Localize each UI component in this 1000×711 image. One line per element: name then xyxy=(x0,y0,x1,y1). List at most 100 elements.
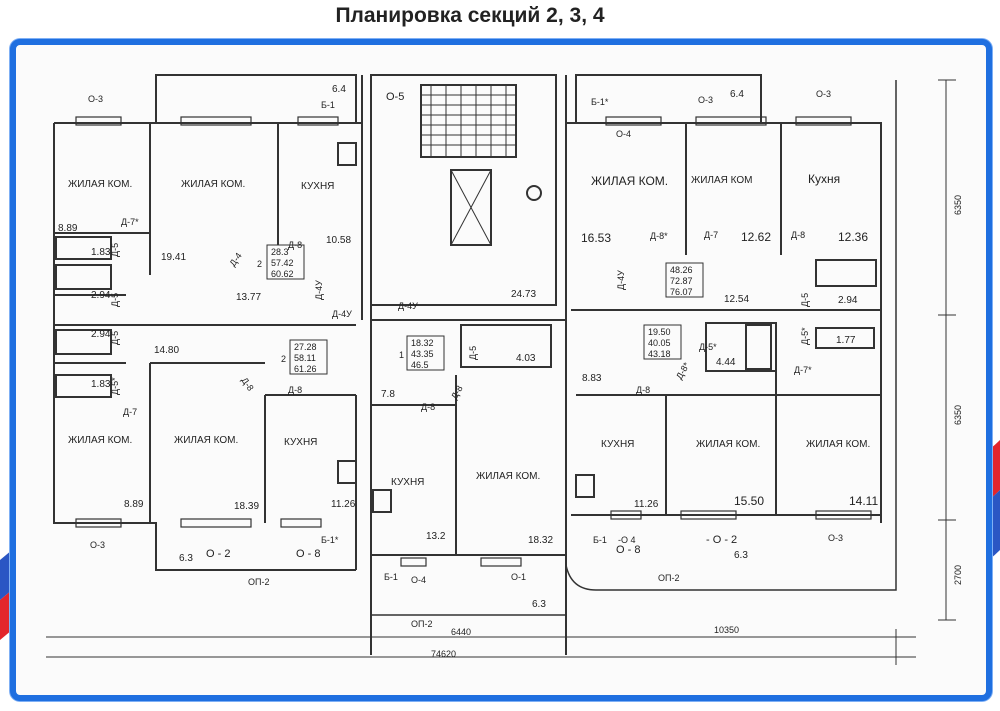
room-area: 18.39 xyxy=(234,501,259,512)
svg-text:1: 1 xyxy=(399,350,404,360)
door-label: Д-5 xyxy=(110,331,120,345)
apt-box: 48.26 72.87 76.07 xyxy=(665,262,704,298)
balcony-label: Б-1 xyxy=(321,100,335,110)
svg-text:27.28: 27.28 xyxy=(294,342,317,352)
svg-text:2: 2 xyxy=(281,354,286,364)
window-label: О-4 xyxy=(411,575,426,585)
door-label: Д-4 xyxy=(227,251,243,268)
balcony-center xyxy=(370,570,566,616)
room-area: 4.03 xyxy=(516,353,536,364)
window-label: О-3 xyxy=(816,89,831,99)
room-area: 24.73 xyxy=(511,289,536,300)
door-label: Д-8 xyxy=(288,240,302,250)
svg-text:61.26: 61.26 xyxy=(294,364,317,374)
room-name: ЖИЛАЯ КОМ. xyxy=(181,179,245,190)
door-label: Д-8 xyxy=(791,230,805,240)
room-area: 8.83 xyxy=(582,373,602,384)
dimension-label: 6350 xyxy=(953,195,963,215)
window-label: О-1 xyxy=(511,572,526,582)
room-area: 12.36 xyxy=(838,230,868,244)
door-label: Д-8 xyxy=(239,375,255,392)
room-area: 14.80 xyxy=(154,345,179,356)
svg-text:19.50: 19.50 xyxy=(648,327,671,337)
room-area: 12.62 xyxy=(741,230,771,244)
dimension-label: 2700 xyxy=(953,565,963,585)
svg-text:76.07: 76.07 xyxy=(670,287,693,297)
dimension-label: 10350 xyxy=(714,625,739,635)
svg-text:72.87: 72.87 xyxy=(670,276,693,286)
window-label: О-5 xyxy=(386,91,404,103)
window-label: О - 2 xyxy=(206,548,230,560)
balcony-area: 6.3 xyxy=(532,599,546,610)
floor-plan: ЖИЛАЯ КОМ. ЖИЛАЯ КОМ. КУХНЯ ЖИЛАЯ КОМ. Ж… xyxy=(46,74,963,665)
room-name: ЖИЛАЯ КОМ. xyxy=(68,179,132,190)
room-area: 2.94 xyxy=(838,295,858,306)
door-label: Д-5 xyxy=(468,346,478,360)
apt-box: 2 27.28 58.11 61.26 xyxy=(281,339,328,375)
room-area: 8.89 xyxy=(58,223,78,234)
svg-text:46.5: 46.5 xyxy=(411,360,429,370)
page-title: Планировка секций 2, 3, 4 xyxy=(335,4,605,27)
svg-text:57.42: 57.42 xyxy=(271,258,294,268)
window-label: - О - 2 xyxy=(706,534,737,546)
room-area: 18.32 xyxy=(528,535,553,546)
dimension-label: 74620 xyxy=(431,649,456,659)
apt-box: 2 28.3 57.42 60.62 xyxy=(257,244,305,280)
door-label: Д-8 xyxy=(421,402,435,412)
door-label: Д-5 xyxy=(800,293,810,307)
balcony-label: ОП-2 xyxy=(248,577,269,587)
room-area: 14.11 xyxy=(849,494,878,508)
balcony-area: 6.4 xyxy=(332,84,346,95)
door-label: Д-8* xyxy=(650,231,668,241)
door-label: Д-4У xyxy=(332,309,352,319)
room-name: Кухня xyxy=(808,172,840,186)
svg-text:18.32: 18.32 xyxy=(411,338,434,348)
room-area: 11.26 xyxy=(634,499,659,510)
balcony-label: ОП-2 xyxy=(658,573,679,583)
room-area: 1.83 xyxy=(91,247,111,258)
room-name: ЖИЛАЯ КОМ. xyxy=(68,435,132,446)
svg-text:60.62: 60.62 xyxy=(271,269,294,279)
room-name: КУХНЯ xyxy=(601,439,634,450)
room-area: 16.53 xyxy=(581,231,611,245)
room-area: 1.83 xyxy=(91,379,111,390)
room-area: 19.41 xyxy=(161,252,186,263)
door-label: Д-4У xyxy=(616,270,626,290)
door-label: Д-8 xyxy=(288,385,302,395)
svg-text:28.3: 28.3 xyxy=(271,247,289,257)
door-label: Д-4У xyxy=(398,301,418,311)
room-name: КУХНЯ xyxy=(284,437,317,448)
room-name: ЖИЛАЯ КОМ xyxy=(691,175,752,186)
room-area: 4.44 xyxy=(716,357,736,368)
svg-text:43.35: 43.35 xyxy=(411,349,434,359)
door-label: Д-8 xyxy=(449,384,465,401)
door-label: Д-5 xyxy=(110,293,120,307)
door-label: Д-4У xyxy=(314,280,324,300)
room-area: 1.77 xyxy=(836,335,856,346)
window-label: О - 8 xyxy=(296,548,320,560)
window-label: О - 8 xyxy=(616,544,640,556)
balcony-label: Б-1* xyxy=(591,97,609,107)
room-name: ЖИЛАЯ КОМ. xyxy=(806,439,870,450)
balcony-label: Б-1* xyxy=(321,535,339,545)
dimension-label: 6350 xyxy=(953,405,963,425)
door-label: Д-7* xyxy=(794,365,812,375)
door-label: Д-8* xyxy=(674,360,692,381)
svg-text:40.05: 40.05 xyxy=(648,338,671,348)
room-area: 7.8 xyxy=(381,389,395,400)
balcony-label: ОП-2 xyxy=(411,619,432,629)
room-name: ЖИЛАЯ КОМ. xyxy=(174,435,238,446)
balcony-area: 6.4 xyxy=(730,89,744,100)
room-area: 13.2 xyxy=(426,531,446,542)
room-name: ЖИЛАЯ КОМ. xyxy=(591,174,668,188)
balcony-left xyxy=(155,523,356,571)
door-label: Д-5* xyxy=(800,327,810,345)
apt-box: 19.50 40.05 43.18 xyxy=(643,324,682,360)
room-area: 10.58 xyxy=(326,235,351,246)
room-area: 13.77 xyxy=(236,292,261,303)
dimension-label: 6440 xyxy=(451,627,471,637)
room-area: 2.94 xyxy=(91,329,111,340)
window-label: О-3 xyxy=(90,540,105,550)
svg-text:43.18: 43.18 xyxy=(648,349,671,359)
door-label: Д-5* xyxy=(110,377,120,395)
